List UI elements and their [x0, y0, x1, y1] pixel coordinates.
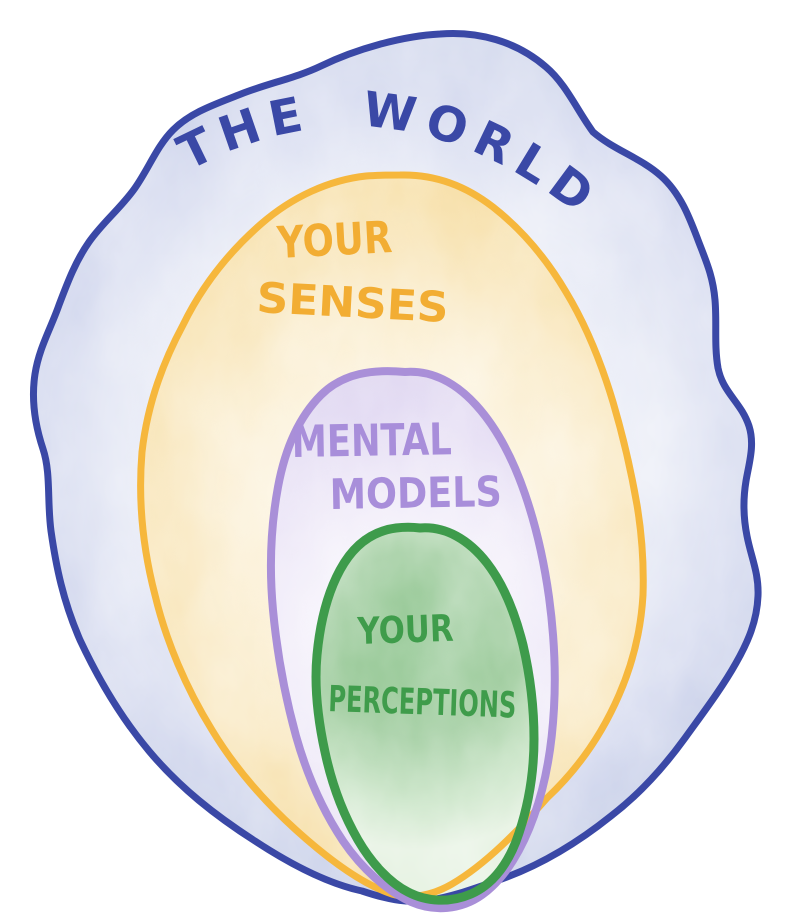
senses-label-line2: SENSES: [255, 273, 449, 332]
models-label-line1: MENTAL: [291, 414, 452, 468]
perceptions-label-line1: YOUR: [356, 607, 454, 653]
models-label-line2: MODELS: [329, 467, 502, 519]
perceptions-label-line2: PERCEPTIONS: [328, 679, 517, 727]
senses-label-line1: YOUR: [275, 212, 393, 269]
